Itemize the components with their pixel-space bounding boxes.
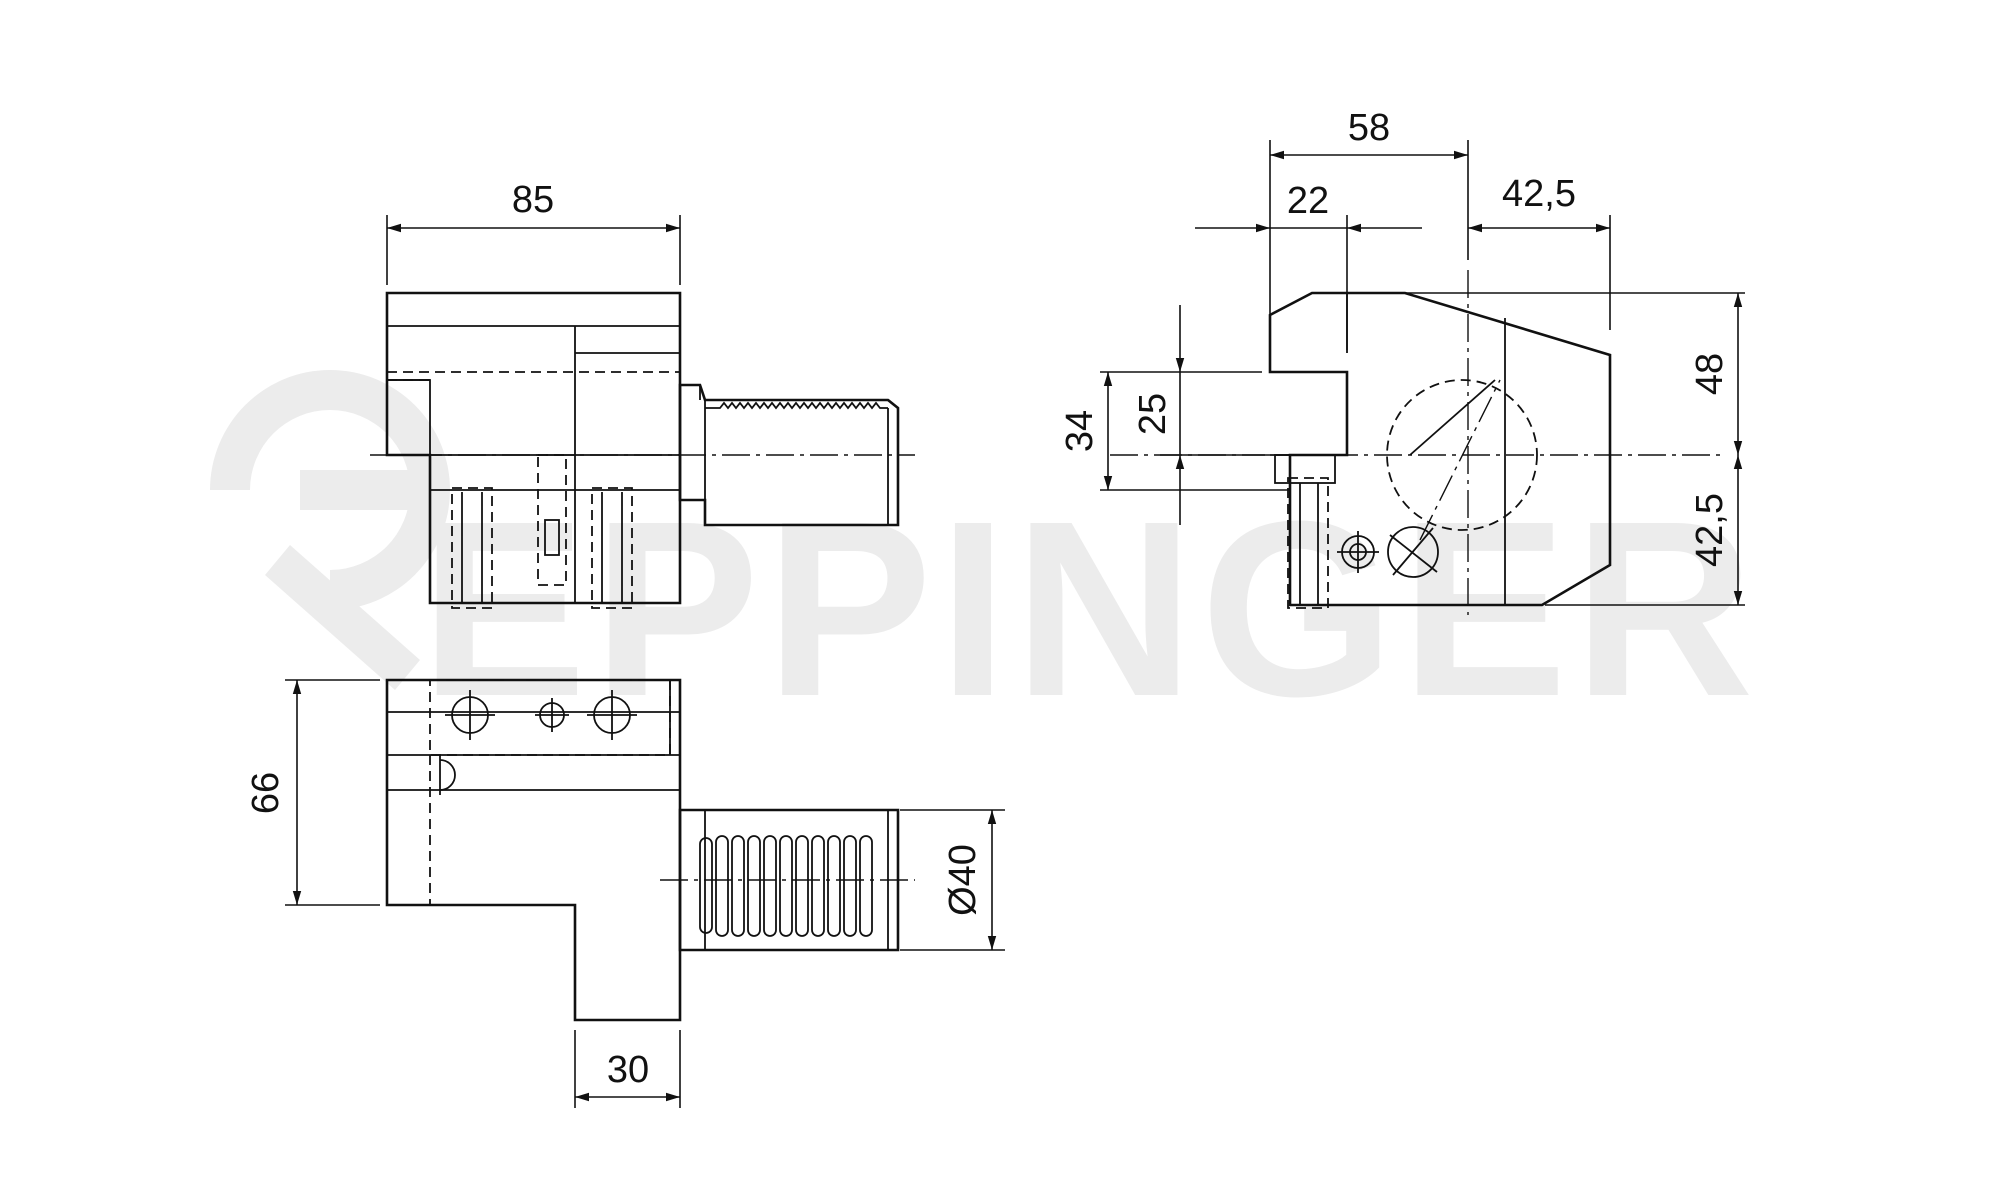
dimension-42-5-vertical: 42,5 [1689, 493, 1731, 567]
clamp-screw-left [451, 487, 493, 609]
dimension-48: 48 [1689, 353, 1731, 395]
watermark-text: EPPINGER [420, 469, 1760, 748]
dimension-34: 34 [1059, 410, 1101, 452]
eppinger-logo-icon [210, 370, 450, 690]
front-view: 58 22 42,5 34 25 48 42,5 [1059, 107, 1745, 615]
watermark-logo: EPPINGER [210, 370, 1760, 748]
coolant-hole-icon [535, 698, 569, 732]
dimension-22: 22 [1287, 180, 1329, 222]
top-view-shank [678, 808, 900, 952]
dimension-85: 85 [512, 179, 554, 221]
top-view: 66 30 Ø40 [245, 678, 1005, 1108]
side-view: 85 [370, 179, 915, 609]
dimension-diameter-40: Ø40 [942, 844, 984, 916]
shank-bore [1386, 379, 1538, 531]
clamp-screw-right [591, 487, 633, 609]
pin-icon [439, 755, 456, 795]
side-view-shank [678, 383, 900, 527]
screw-head-icon-right [587, 690, 637, 740]
dimension-25: 25 [1132, 393, 1174, 435]
front-view-screw [1287, 477, 1329, 609]
dimension-66: 66 [245, 772, 287, 814]
coolant-port-icon [1337, 531, 1379, 573]
top-view-body [385, 678, 682, 1022]
shank-thread [699, 835, 873, 937]
dimension-42-5-horizontal: 42,5 [1502, 173, 1576, 215]
dimension-30: 30 [607, 1049, 649, 1091]
front-view-body [1268, 291, 1612, 607]
alignment-hole-icon [1387, 526, 1439, 578]
screw-head-icon-left [445, 690, 495, 740]
dimension-58: 58 [1348, 107, 1390, 149]
